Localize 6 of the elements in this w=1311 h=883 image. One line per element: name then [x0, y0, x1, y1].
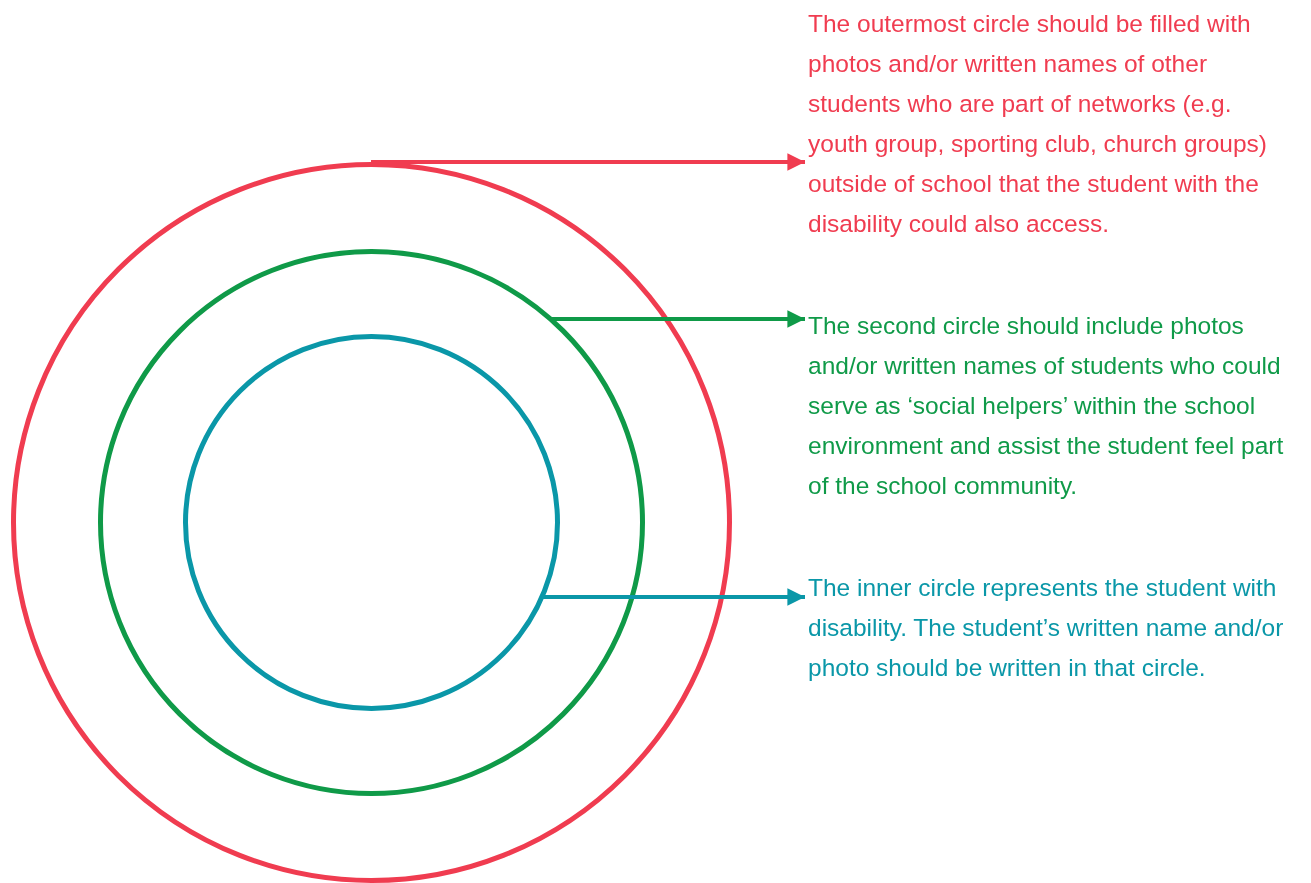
description-text: The outermost circle should be filled with photos and/or written names of other students who are part of networks (e.g. youth group, sporting club, church groups) outside of school that the student with the disability could also access.: [808, 4, 1288, 244]
arrow: [371, 153, 805, 171]
arrow: [541, 588, 805, 606]
description-text: The second circle should include photos and/or written names of students who could serve as ‘social helpers’ within the school environment and assist the student feel part of the school community.: [808, 306, 1288, 506]
arrow: [550, 310, 805, 328]
description-text: The inner circle represents the student with disability. The student’s written name and/or photo should be written in that circle.: [808, 568, 1288, 688]
